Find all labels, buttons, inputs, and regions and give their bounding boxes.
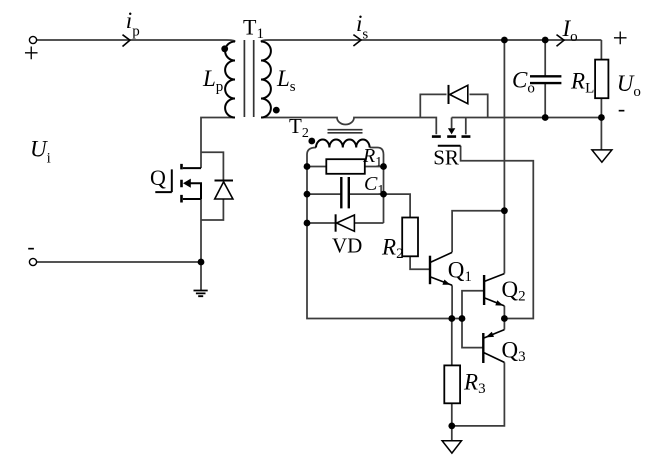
svg-text:SR: SR [433,146,459,170]
svg-text:+: + [613,23,628,53]
svg-text:Ls: Ls [276,66,296,95]
svg-text:Q1: Q1 [448,258,472,286]
svg-text:Ui: Ui [30,137,51,167]
svg-text:-: - [27,234,34,259]
svg-text:Q: Q [150,165,166,190]
svg-text:+: + [24,38,39,68]
svg-text:Q2: Q2 [502,277,526,305]
svg-text:RL: RL [570,69,594,97]
svg-text:Co: Co [512,68,535,97]
svg-text:Io: Io [562,16,578,45]
svg-text:-: - [618,96,625,121]
svg-text:R3: R3 [463,370,486,398]
svg-text:Uo: Uo [617,71,641,100]
svg-text:Lp: Lp [202,66,223,95]
svg-text:C1: C1 [364,173,384,198]
svg-text:ip: ip [126,8,140,40]
svg-text:R1: R1 [362,145,382,170]
svg-text:VD: VD [332,234,362,258]
svg-text:Q3: Q3 [502,338,526,366]
svg-text:R2: R2 [381,235,404,263]
svg-text:T1: T1 [243,15,264,43]
